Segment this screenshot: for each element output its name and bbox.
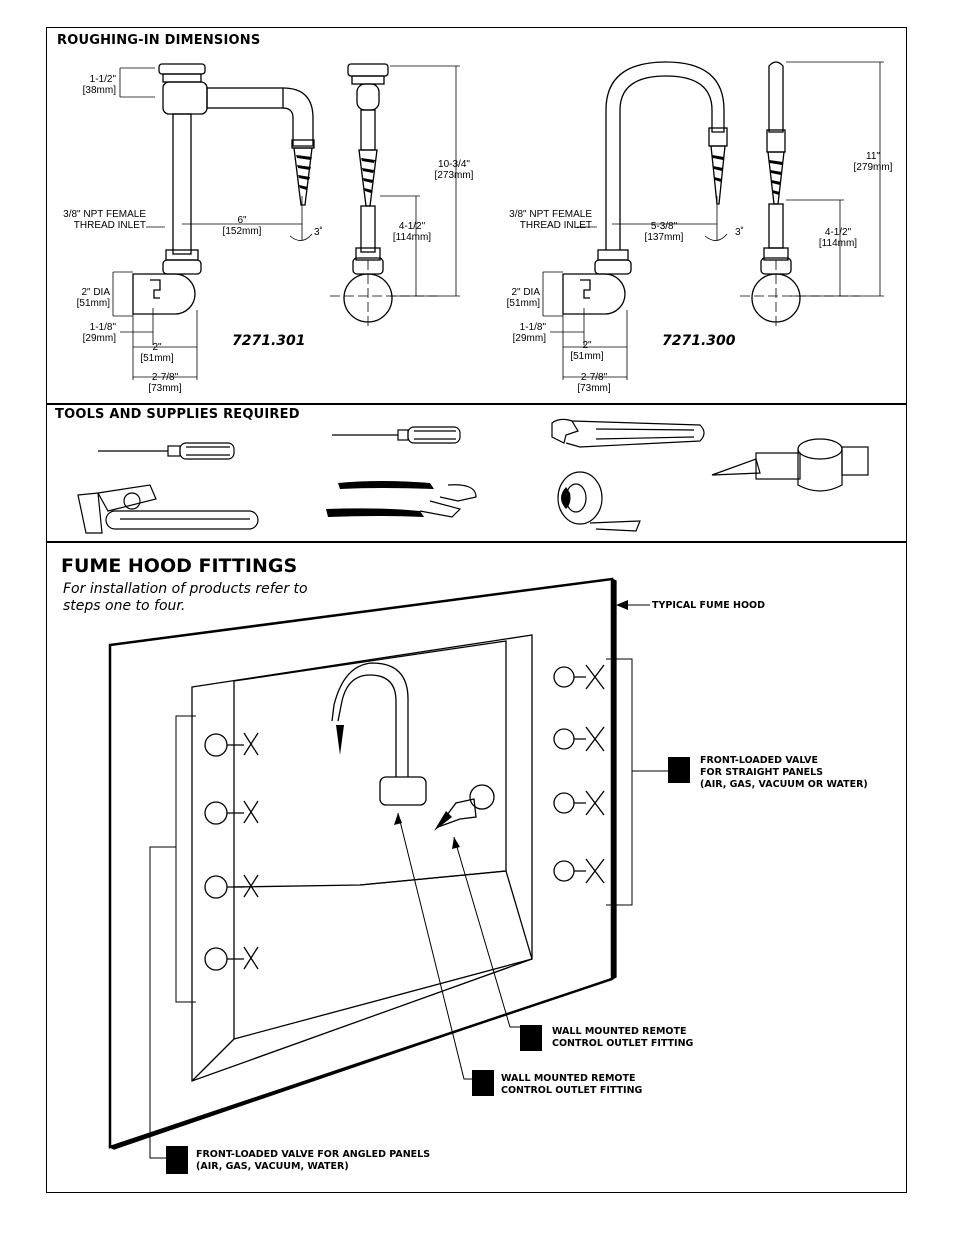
angled-valve-3 xyxy=(204,874,259,899)
dim-width-left: 2"[51mm] xyxy=(140,342,174,364)
tools-title: TOOLS AND SUPPLIES REQUIRED xyxy=(55,407,300,422)
remote-b-callout-marker xyxy=(472,1070,494,1096)
roughing-title: ROUGHING-IN DIMENSIONS xyxy=(57,33,261,48)
straight-valve-3 xyxy=(553,790,605,816)
dim-dia-left: 2" DIA[51mm] xyxy=(76,287,110,309)
straight-valve-1 xyxy=(553,664,605,690)
dim-offset-left: 1-1/8"[29mm] xyxy=(82,322,116,344)
dim-total-height-right: 11"[279mm] xyxy=(853,151,893,173)
straight-callout-marker xyxy=(668,757,690,783)
fume-hood-drawing xyxy=(108,577,668,1159)
fume-hood-section xyxy=(46,541,907,1193)
flathead-screwdriver-icon xyxy=(98,442,235,460)
model-7271-300: 7271.300 xyxy=(662,333,736,349)
angled-callout-marker xyxy=(166,1146,188,1174)
pipe-wrench-icon xyxy=(77,484,259,534)
dim-dia-right: 2" DIA[51mm] xyxy=(506,287,540,309)
fume-subtitle: For installation of products refer to st… xyxy=(63,581,308,614)
dim-angle-right: 3˚ xyxy=(735,227,744,238)
angled-valve-2 xyxy=(204,800,259,825)
remote-a-callout-marker xyxy=(520,1025,542,1051)
dim-top-height: 1-1/2"[38mm] xyxy=(82,74,116,96)
roughing-section xyxy=(46,27,907,405)
angled-valve-1 xyxy=(204,732,259,757)
slip-joint-pliers-icon xyxy=(419,484,477,518)
dim-reach-right: 5-3/8"[137mm] xyxy=(644,221,684,243)
fume-title: FUME HOOD FITTINGS xyxy=(61,555,298,577)
angled-panel-callout: FRONT-LOADED VALVE FOR ANGLED PANELS(AIR… xyxy=(196,1149,431,1172)
tools-illustrations xyxy=(77,418,869,534)
dim-outlet-height-right: 4-1/2"[114mm] xyxy=(818,227,858,249)
straight-valve-4 xyxy=(553,858,605,884)
typical-fume-hood-label: TYPICAL FUME HOOD xyxy=(652,600,765,611)
dim-total-height-left: 10-3/4"[273mm] xyxy=(434,159,474,181)
roughing-drawings xyxy=(112,61,884,380)
model-7271-301: 7271.301 xyxy=(232,333,306,349)
sealant-tube-icon xyxy=(711,438,869,492)
teflon-tape-icon xyxy=(557,471,641,532)
angled-valve-4 xyxy=(204,946,259,971)
dim-reach-left: 6"[152mm] xyxy=(222,215,262,237)
dim-depth-left: 2-7/8"[73mm] xyxy=(148,372,182,394)
dim-angle-left: 3˚ xyxy=(314,227,323,238)
adjustable-wrench-icon xyxy=(551,418,705,448)
tools-section xyxy=(46,403,907,543)
dim-offset-right: 1-1/8"[29mm] xyxy=(512,322,546,344)
dim-outlet-height-left: 4-1/2"[114mm] xyxy=(392,221,432,243)
dim-width-right: 2"[51mm] xyxy=(570,340,604,362)
dim-depth-right: 2-7/8"[73mm] xyxy=(577,372,611,394)
straight-valve-2 xyxy=(553,726,605,752)
phillips-screwdriver-icon xyxy=(332,426,461,444)
